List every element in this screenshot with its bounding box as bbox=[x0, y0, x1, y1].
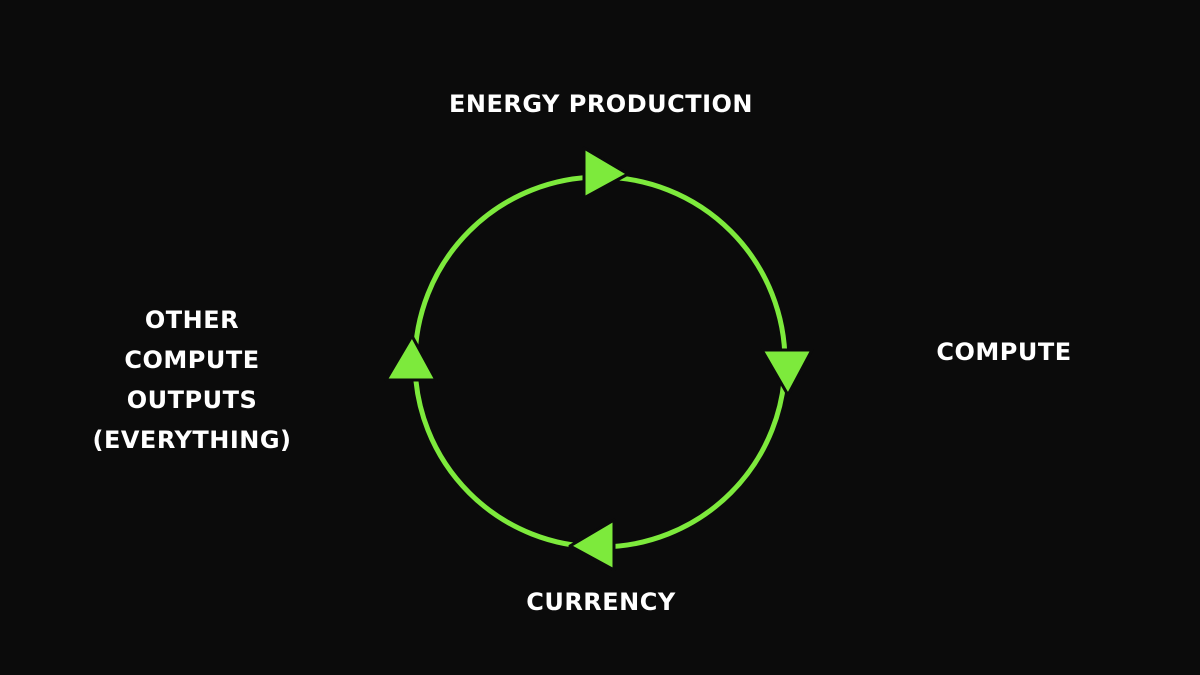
node-label-line: COMPUTE bbox=[124, 346, 260, 374]
arrow-top bbox=[582, 146, 630, 200]
arrow-left bbox=[384, 334, 438, 382]
node-label-other-compute-outputs: OTHER COMPUTE OUTPUTS (EVERYTHING) bbox=[52, 300, 332, 460]
arrow-right bbox=[760, 348, 814, 397]
cycle-ring bbox=[412, 174, 788, 550]
node-label-line: OTHER bbox=[144, 306, 240, 334]
node-label-compute: COMPUTE bbox=[936, 338, 1072, 366]
node-label-currency: CURRENCY bbox=[526, 588, 676, 616]
node-label-energy-production: ENERGY PRODUCTION bbox=[448, 90, 754, 118]
node-label-line: (EVERYTHING) bbox=[92, 426, 292, 454]
node-label-line: OUTPUTS bbox=[126, 386, 258, 414]
arrow-bottom bbox=[568, 518, 616, 572]
